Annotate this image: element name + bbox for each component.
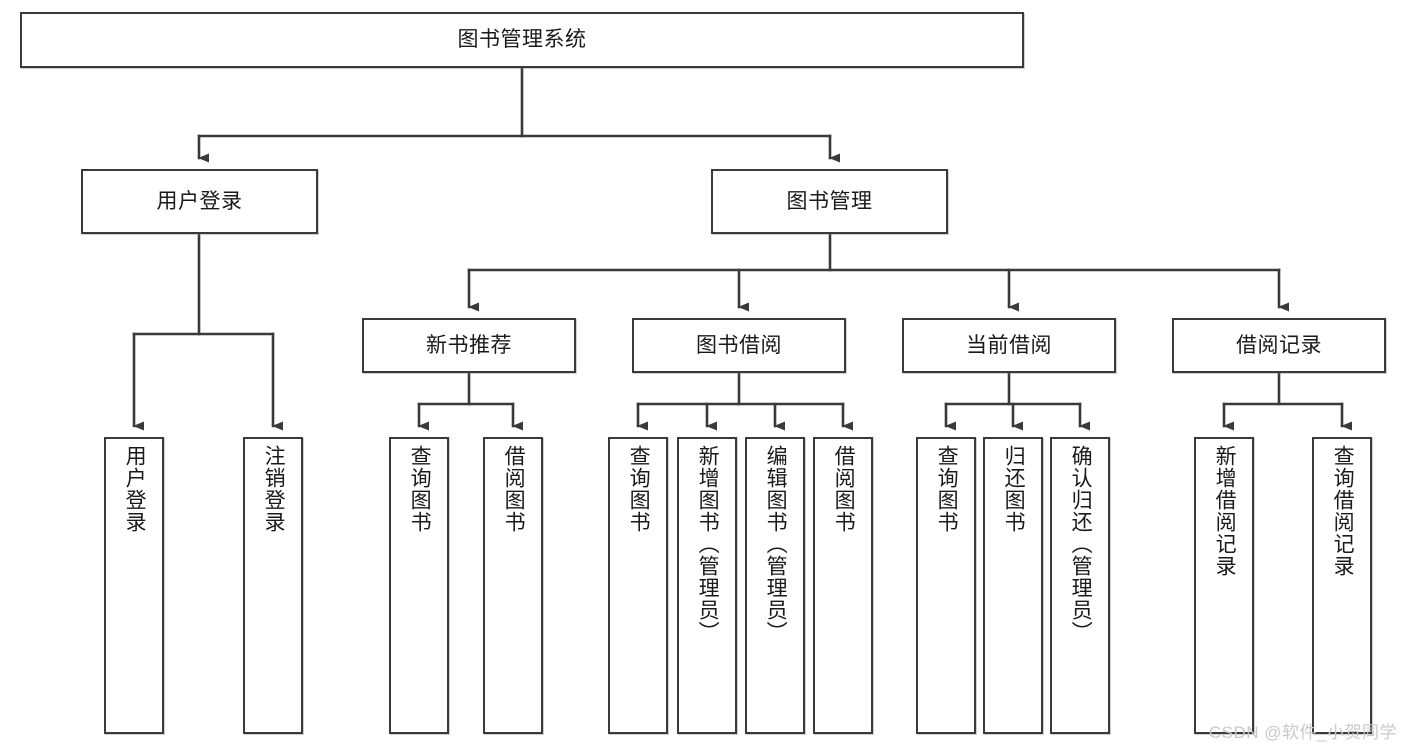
- node-leaf-borrow-book-1[interactable]: 借阅图书: [483, 437, 543, 734]
- node-leaf-add-record[interactable]: 新增借阅记录: [1194, 437, 1254, 734]
- node-new-book-recommend-label: 新书推荐: [426, 333, 512, 357]
- node-leaf-query-book-2[interactable]: 查询图书: [608, 437, 668, 734]
- node-leaf-confirm-return[interactable]: 确认归还（管理员）: [1050, 437, 1110, 734]
- node-user-login-label: 用户登录: [156, 189, 243, 213]
- node-borrow-record[interactable]: 借阅记录: [1172, 318, 1386, 373]
- node-leaf-add-record-label: 新增借阅记录: [1213, 445, 1237, 577]
- node-book-borrow-label: 图书借阅: [696, 333, 782, 357]
- node-leaf-edit-book-label: 编辑图书（管理员）: [764, 445, 788, 643]
- node-leaf-query-book-1[interactable]: 查询图书: [389, 437, 449, 734]
- node-book-borrow[interactable]: 图书借阅: [632, 318, 846, 373]
- node-leaf-user-login[interactable]: 用户登录: [104, 437, 164, 734]
- node-new-book-recommend[interactable]: 新书推荐: [362, 318, 576, 373]
- node-leaf-user-logout-label: 注销登录: [262, 445, 286, 533]
- node-leaf-add-book-label: 新增图书（管理员）: [696, 445, 720, 643]
- node-book-manage-label: 图书管理: [786, 189, 873, 213]
- node-current-borrow[interactable]: 当前借阅: [902, 318, 1116, 373]
- node-borrow-record-label: 借阅记录: [1236, 333, 1322, 357]
- node-leaf-query-book-1-label: 查询图书: [408, 445, 432, 533]
- node-root[interactable]: 图书管理系统: [20, 12, 1024, 68]
- node-leaf-query-record-label: 查询借阅记录: [1331, 445, 1355, 577]
- node-leaf-user-logout[interactable]: 注销登录: [243, 437, 303, 734]
- node-leaf-query-book-3-label: 查询图书: [935, 445, 959, 533]
- node-leaf-borrow-book-2[interactable]: 借阅图书: [813, 437, 873, 734]
- node-leaf-query-book-2-label: 查询图书: [627, 445, 651, 533]
- node-leaf-edit-book[interactable]: 编辑图书（管理员）: [745, 437, 805, 734]
- node-leaf-query-record[interactable]: 查询借阅记录: [1312, 437, 1372, 734]
- node-leaf-return-book-label: 归还图书: [1002, 445, 1026, 533]
- node-root-label: 图书管理系统: [457, 28, 587, 52]
- csdn-watermark: CSDN @软件_小贺同学: [1208, 723, 1397, 742]
- node-book-manage[interactable]: 图书管理: [711, 169, 948, 234]
- node-leaf-return-book[interactable]: 归还图书: [983, 437, 1043, 734]
- node-leaf-borrow-book-2-label: 借阅图书: [832, 445, 856, 533]
- node-user-login[interactable]: 用户登录: [81, 169, 318, 234]
- node-leaf-add-book[interactable]: 新增图书（管理员）: [677, 437, 737, 734]
- node-leaf-query-book-3[interactable]: 查询图书: [916, 437, 976, 734]
- node-leaf-confirm-return-label: 确认归还（管理员）: [1069, 445, 1093, 643]
- node-current-borrow-label: 当前借阅: [966, 333, 1052, 357]
- node-leaf-user-login-label: 用户登录: [123, 445, 147, 533]
- node-leaf-borrow-book-1-label: 借阅图书: [502, 445, 526, 533]
